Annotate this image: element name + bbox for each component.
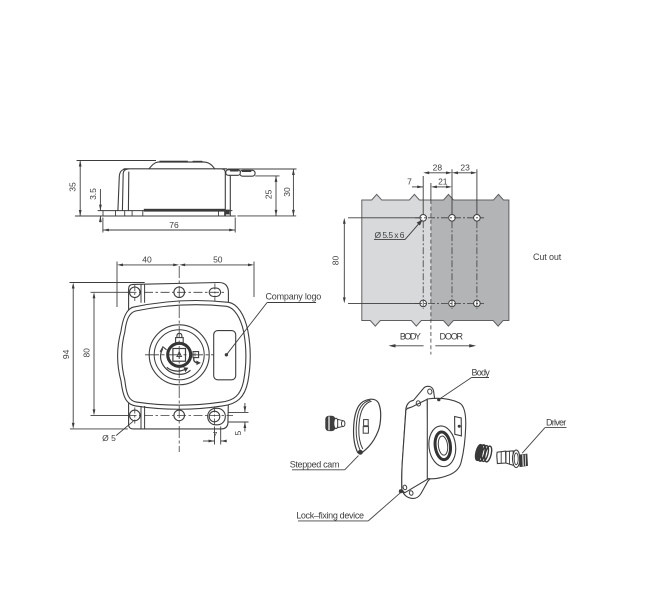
svg-text:BODY: BODY <box>400 332 421 342</box>
svg-text:76: 76 <box>169 220 179 230</box>
svg-text:Stepped cam: Stepped cam <box>290 459 340 469</box>
svg-text:80: 80 <box>81 348 91 358</box>
svg-text:Ø 5: Ø 5 <box>102 433 116 443</box>
svg-text:30: 30 <box>282 187 292 197</box>
svg-text:Lock–fixing device: Lock–fixing device <box>296 510 364 520</box>
svg-text:7: 7 <box>407 176 412 186</box>
svg-text:50: 50 <box>213 254 223 264</box>
svg-text:21: 21 <box>438 176 448 186</box>
svg-text:7: 7 <box>213 430 218 440</box>
svg-text:Cut out: Cut out <box>533 252 562 262</box>
svg-text:5: 5 <box>233 430 243 435</box>
svg-text:25: 25 <box>264 189 274 199</box>
svg-text:94: 94 <box>61 349 71 359</box>
svg-text:DOOR: DOOR <box>440 332 464 342</box>
svg-text:80: 80 <box>331 256 341 266</box>
svg-text:3.5: 3.5 <box>88 188 98 200</box>
svg-text:35: 35 <box>67 182 77 192</box>
svg-text:Ø 5.5 x 6: Ø 5.5 x 6 <box>375 230 405 240</box>
svg-text:28: 28 <box>433 162 443 172</box>
svg-text:Body: Body <box>472 368 491 378</box>
svg-text:40: 40 <box>142 254 152 264</box>
svg-text:23: 23 <box>460 162 470 172</box>
svg-text:Driver: Driver <box>546 418 567 428</box>
svg-text:Company logo: Company logo <box>266 292 322 302</box>
